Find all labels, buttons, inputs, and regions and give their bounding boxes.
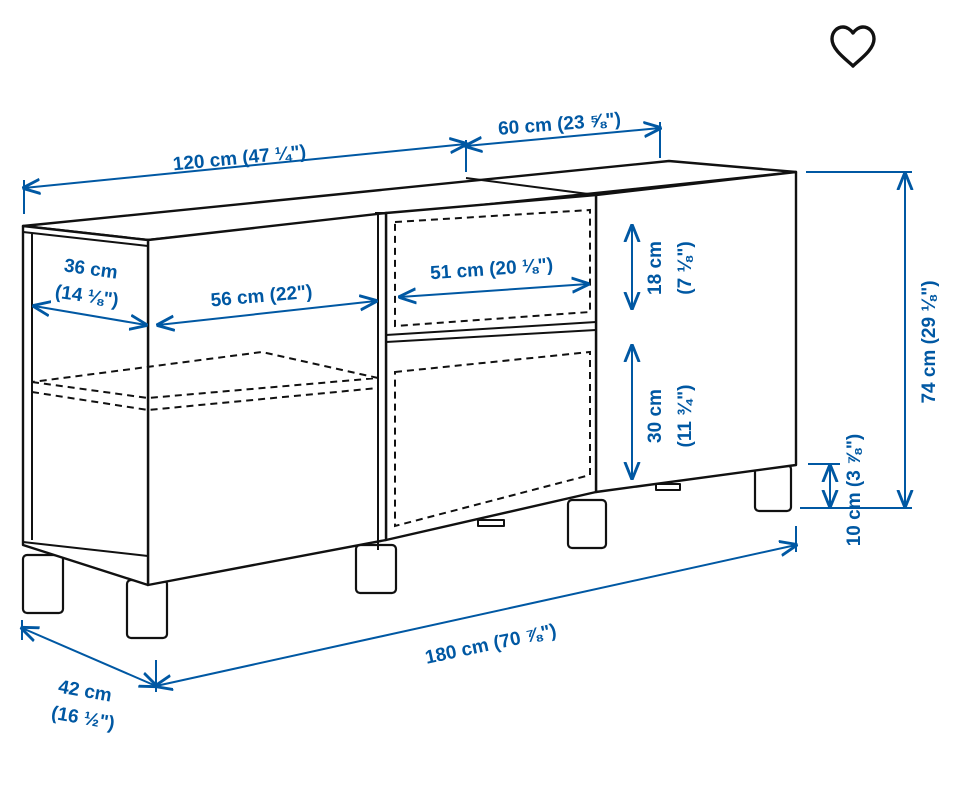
handle-right xyxy=(655,483,681,491)
left-door-front xyxy=(146,211,388,587)
dimension-lines xyxy=(22,122,912,692)
shelf-bottom-dashed xyxy=(31,387,379,412)
label-door-height-1: 30 cm xyxy=(645,389,666,443)
drawer-divider-2 xyxy=(385,329,597,343)
side-top-edge xyxy=(22,231,149,247)
label-door-height-2: (11 ¾") xyxy=(675,385,696,448)
label-leg-height: 10 cm (3 ⅞") xyxy=(844,434,865,547)
dim-line-drawer-width xyxy=(400,284,588,297)
left-side-panel xyxy=(21,224,150,587)
handle-lower xyxy=(477,519,505,527)
dim-line-inner-depth xyxy=(34,306,146,325)
leg-front-left xyxy=(21,553,65,615)
label-total-width: 180 cm (70 ⅞") xyxy=(423,620,558,668)
drawer-divider xyxy=(385,321,597,336)
hidden-lines xyxy=(31,208,591,528)
dim-line-door-width xyxy=(466,128,660,146)
label-top-width: 120 cm (47 ¼") xyxy=(172,142,307,176)
middle-fronts xyxy=(384,193,598,542)
heart-outline-icon xyxy=(830,25,876,68)
label-depth-1: 42 cm xyxy=(57,677,114,707)
label-total-height: 74 cm (29 ⅛") xyxy=(919,280,940,403)
dim-line-depth xyxy=(22,628,156,686)
right-door-front xyxy=(594,170,798,494)
label-door-width: 60 cm (23 ⅝") xyxy=(497,109,621,140)
leg-right-back xyxy=(753,463,793,513)
leg-middle xyxy=(354,543,398,595)
dim-line-top-width xyxy=(24,144,466,188)
label-drawer-height-2: (7 ⅛") xyxy=(675,241,696,294)
shelf-top-dashed xyxy=(31,350,379,400)
top-divider xyxy=(465,177,597,196)
leg-back-left xyxy=(125,578,169,640)
leg-right-front xyxy=(566,498,608,550)
dim-line-total-width xyxy=(156,545,796,686)
label-depth-2: (16 ½") xyxy=(50,703,117,735)
favorite-button[interactable] xyxy=(830,25,876,68)
label-drawer-height-1: 18 cm xyxy=(645,241,666,295)
dim-line-compartment xyxy=(158,301,376,325)
side-bottom-edge xyxy=(22,541,149,557)
